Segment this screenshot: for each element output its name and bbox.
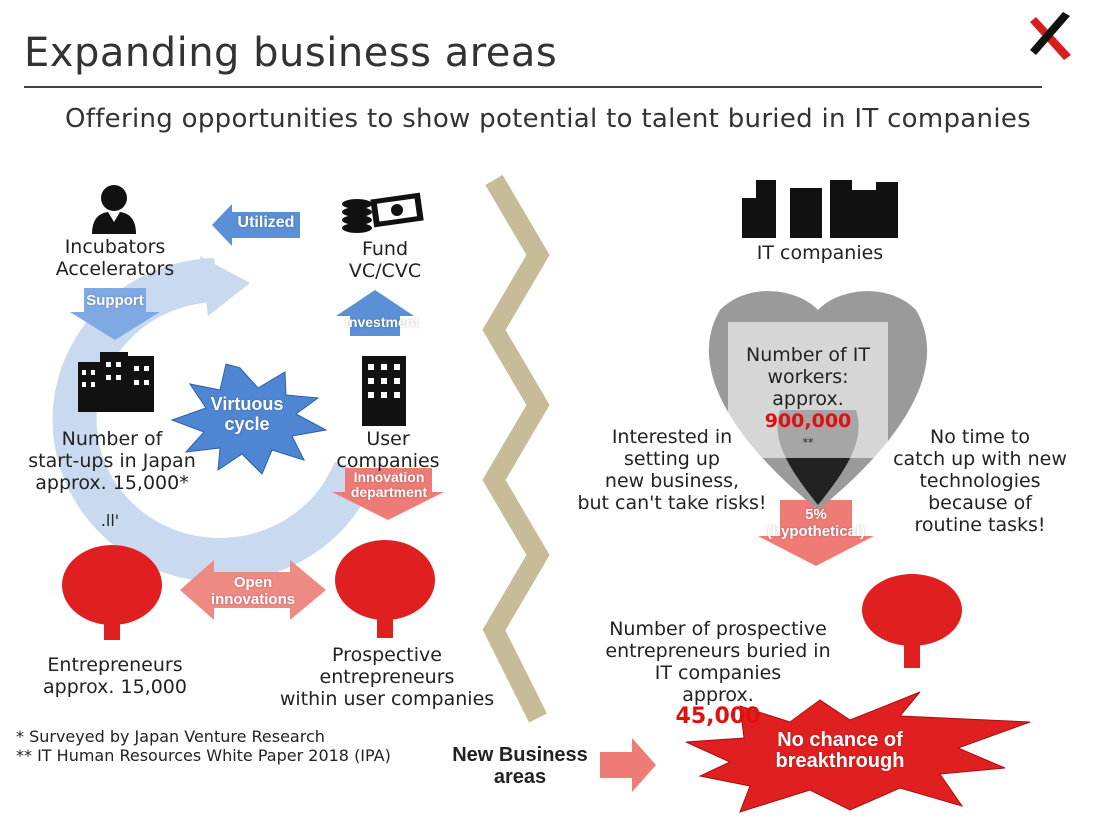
user-company-building-icon — [362, 356, 406, 426]
incubators-label: Incubators Accelerators — [55, 236, 175, 280]
virtuous-cycle-burst — [170, 363, 328, 475]
new-business-arrow — [600, 738, 656, 792]
zigzag-divider — [482, 174, 550, 723]
prospective-crowd-icon — [335, 540, 435, 638]
footnote-2: ** IT Human Resources White Paper 2018 (… — [16, 746, 391, 765]
fund-label: Fund VC/CVC — [348, 238, 422, 282]
it-workers-label: Number of IT workers: approx. 900,000 ** — [728, 322, 888, 459]
percent-arrow — [758, 500, 874, 566]
user-companies-label: User companies — [336, 428, 440, 472]
it-workers-prefix: Number of IT workers: approx. — [746, 344, 870, 410]
prospective-it-label: Number of prospective entrepreneurs buri… — [588, 596, 848, 728]
prospective-user-label: Prospective entrepreneurs within user co… — [279, 644, 495, 710]
page-subtitle: Offering opportunities to show potential… — [65, 104, 1031, 134]
utilized-arrow — [212, 204, 300, 246]
page-title: Expanding business areas — [24, 30, 558, 76]
it-workers-value: 900,000 — [764, 410, 852, 432]
prospective-it-prefix: Number of prospective entrepreneurs buri… — [605, 618, 831, 706]
entrepreneurs-label: Entrepreneurs approx. 15,000 — [42, 654, 187, 698]
money-icon — [342, 192, 424, 233]
support-arrow — [70, 288, 160, 340]
open-innovations-label: Open innovations — [210, 574, 296, 608]
support-label: Support — [86, 292, 144, 309]
entrepreneurs-crowd-icon — [62, 545, 162, 640]
virtuous-cycle-label: Virtuous cycle — [210, 394, 284, 434]
it-workers-note-mark: ** — [802, 436, 814, 449]
investment-label: Investment — [345, 314, 419, 330]
startup-buildings-icon — [78, 352, 154, 412]
new-business-label: New Business areas — [452, 744, 588, 788]
it-company-buildings-icon — [742, 180, 898, 238]
prospective-it-value: 45,000 — [675, 704, 761, 729]
interested-label: Interested in setting up new business, b… — [577, 426, 767, 514]
no-chance-burst — [685, 691, 1031, 813]
innovation-department-arrow — [332, 468, 444, 520]
businessman-icon — [92, 185, 136, 234]
investment-arrow — [336, 290, 414, 336]
sparkle-mark: .ll' — [100, 511, 120, 530]
open-innovations-arrow — [180, 560, 326, 620]
title-divider — [24, 86, 1042, 88]
buried-entrepreneurs-crowd-icon — [862, 574, 962, 668]
no-chance-label: No chance of breakthrough — [775, 729, 905, 772]
logo-icon — [1030, 12, 1071, 60]
utilized-label: Utilized — [237, 214, 295, 231]
it-companies-label: IT companies — [756, 242, 884, 264]
percent-label: 5% (hypothetical) — [766, 506, 866, 540]
no-time-label: No time to catch up with new technologie… — [893, 426, 1067, 536]
innovation-department-label: Innovation department — [350, 469, 428, 500]
footnote-1: * Surveyed by Japan Venture Research — [16, 727, 325, 746]
startups-label: Number of start-ups in Japan approx. 15,… — [28, 428, 196, 494]
